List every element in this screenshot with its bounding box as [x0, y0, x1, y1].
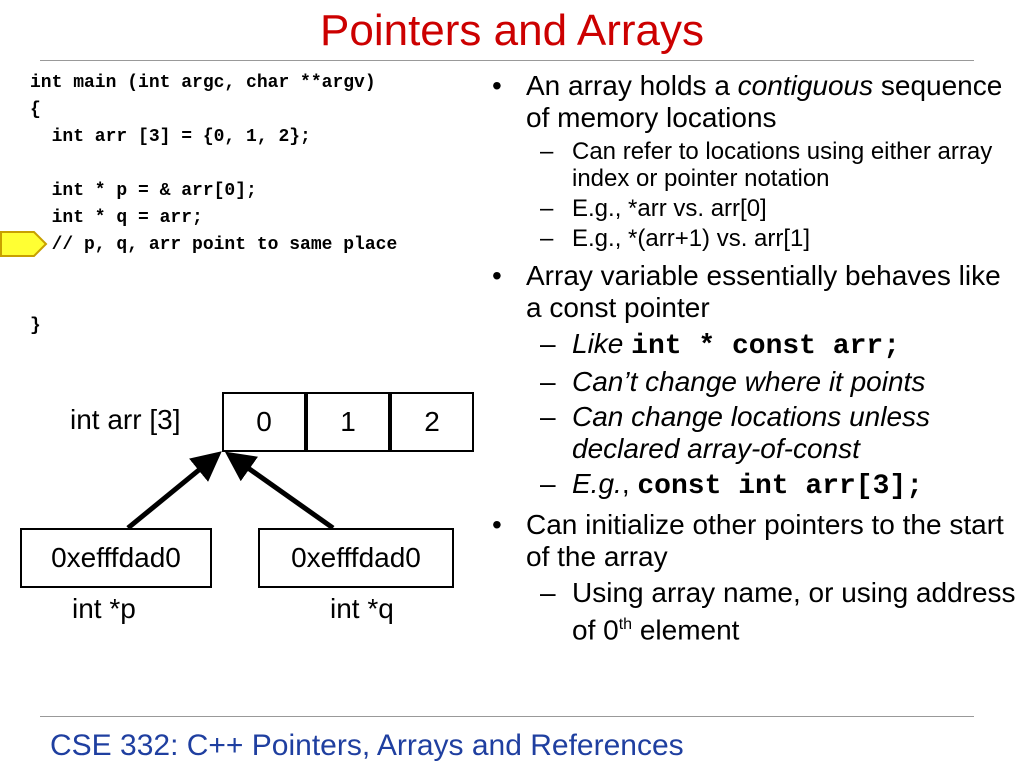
array-cell-0: 0	[222, 392, 306, 452]
bullet-dash: –	[540, 138, 554, 165]
array-cell-1: 1	[306, 392, 390, 452]
code-line: int * q = arr;	[30, 208, 203, 228]
current-line-arrow-icon	[0, 231, 48, 257]
code-line	[30, 286, 397, 313]
sub-bullet-eg-const: – E.g., const int arr[3];	[540, 468, 924, 502]
bullet-dash: –	[540, 577, 556, 608]
sub-bullet-example-1: – E.g., *arr vs. arr[0]	[540, 195, 767, 222]
slide-footer: CSE 332: C++ Pointers, Arrays and Refere…	[50, 729, 684, 762]
bullet-dash: –	[540, 401, 556, 432]
q-arrow	[224, 451, 335, 531]
code-line: // p, q, arr point to same place	[30, 235, 398, 255]
bullet-dash: –	[540, 225, 554, 252]
bullet-contiguous: • An array holds a contiguous sequence o…	[492, 70, 1003, 133]
bullet-const-pointer: • Array variable essentially behaves lik…	[492, 260, 1001, 323]
p-value-box: 0xefffdad0	[20, 528, 212, 588]
code-line	[30, 151, 397, 178]
q-value-box: 0xefffdad0	[258, 528, 454, 588]
array-label: int arr [3]	[70, 404, 181, 435]
sub-bullet-can-change: – Can change locations unless declared a…	[540, 401, 931, 464]
bullet-list: • An array holds a contiguous sequence o…	[488, 70, 1018, 649]
code-line	[30, 259, 397, 286]
code-line: int arr [3] = {0, 1, 2};	[30, 127, 311, 147]
slide-title: Pointers and Arrays	[320, 6, 704, 55]
p-label: int *p	[72, 593, 136, 624]
q-label: int *q	[330, 593, 394, 624]
current-line-arrow-shape	[0, 231, 48, 257]
sub-bullet-array-name: – Using array name, or using address of …	[540, 577, 1016, 646]
array-cell-2: 2	[390, 392, 474, 452]
bullet-dot: •	[492, 260, 502, 291]
bullet-dot: •	[492, 70, 502, 101]
sub-bullet-notation: – Can refer to locations using either ar…	[540, 138, 993, 192]
bullet-dash: –	[540, 468, 556, 499]
bullet-dash: –	[540, 195, 554, 222]
bullet-dash: –	[540, 366, 556, 397]
sub-bullet-cant-change: – Can’t change where it points	[540, 366, 926, 397]
code-line: int main (int argc, char **argv)	[30, 73, 376, 93]
bullet-dash: –	[540, 328, 556, 359]
title-divider	[40, 60, 974, 61]
code-line: {	[30, 100, 41, 120]
footer-divider	[40, 716, 974, 717]
code-listing: int main (int argc, char **argv) { int a…	[30, 70, 397, 340]
sub-bullet-like: – Like int * const arr;	[540, 328, 900, 362]
bullet-dot: •	[492, 509, 502, 540]
sub-bullet-example-2: – E.g., *(arr+1) vs. arr[1]	[540, 225, 811, 252]
code-line: int * p = & arr[0];	[30, 181, 257, 201]
p-arrow	[126, 451, 222, 530]
code-line: }	[30, 316, 41, 336]
bullet-initialize: • Can initialize other pointers to the s…	[492, 509, 1004, 572]
